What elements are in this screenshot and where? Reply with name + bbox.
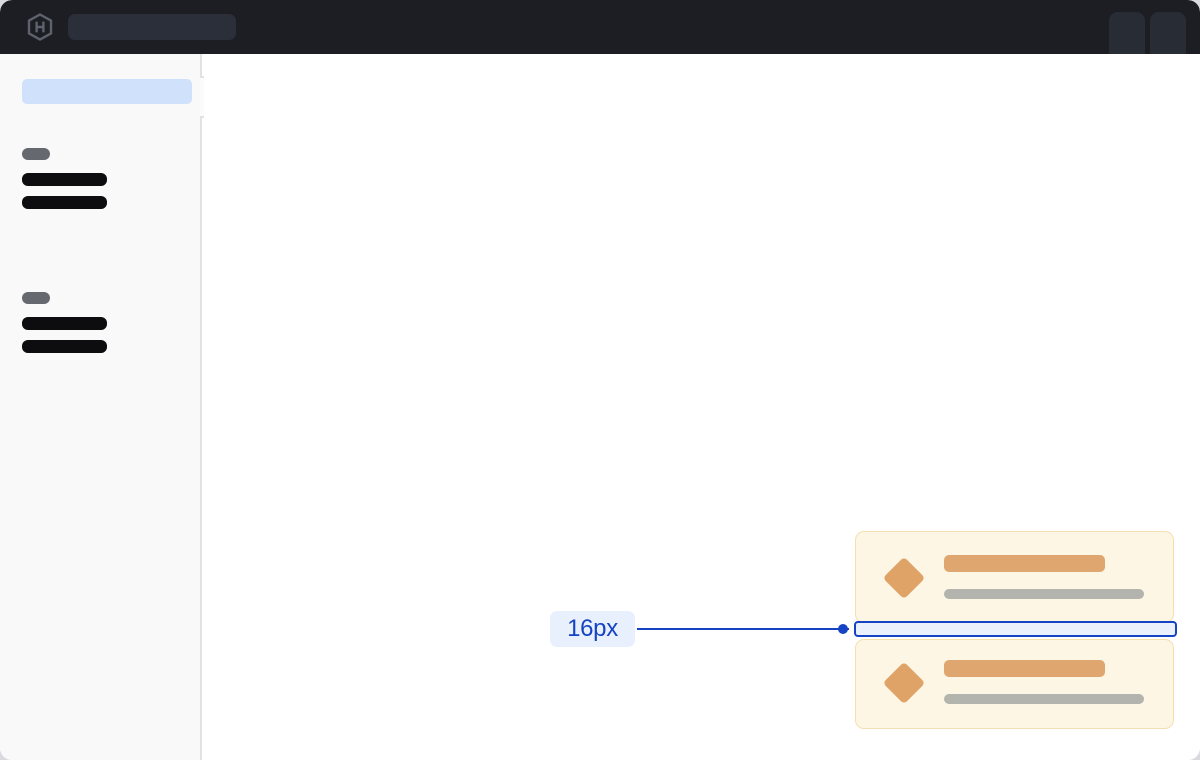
hashicorp-hexagon-logo-icon[interactable] <box>26 13 54 41</box>
sidebar-item-1-1[interactable] <box>22 173 107 186</box>
measure-leader-dot <box>838 624 848 634</box>
sidebar-item-2-2[interactable] <box>22 340 107 353</box>
header-tab-2[interactable] <box>1150 12 1186 56</box>
diamond-icon <box>882 661 926 705</box>
card-title <box>944 660 1105 677</box>
content-card[interactable] <box>855 531 1174 623</box>
measure-leader-line <box>637 628 849 630</box>
gap-highlight-region <box>854 621 1177 637</box>
header-tab-1[interactable] <box>1109 12 1145 56</box>
sidebar-group-label <box>22 148 50 160</box>
card-title <box>944 555 1105 572</box>
sidebar-group-label <box>22 292 50 304</box>
sidebar-item-active[interactable] <box>22 79 192 104</box>
sidebar <box>0 54 202 760</box>
content-card[interactable] <box>855 639 1174 729</box>
sidebar-item-1-2[interactable] <box>22 196 107 209</box>
card-subtitle <box>944 694 1144 704</box>
sidebar-group-2 <box>22 292 107 363</box>
search-input[interactable] <box>68 14 236 40</box>
diamond-icon <box>882 556 926 600</box>
top-bar <box>0 0 1200 56</box>
sidebar-item-2-1[interactable] <box>22 317 107 330</box>
main-canvas: 16px <box>204 54 1200 760</box>
sidebar-group-1 <box>22 148 107 219</box>
measure-label-text: 16px <box>567 615 618 642</box>
measure-label-badge: 16px <box>550 611 635 647</box>
card-subtitle <box>944 589 1144 599</box>
